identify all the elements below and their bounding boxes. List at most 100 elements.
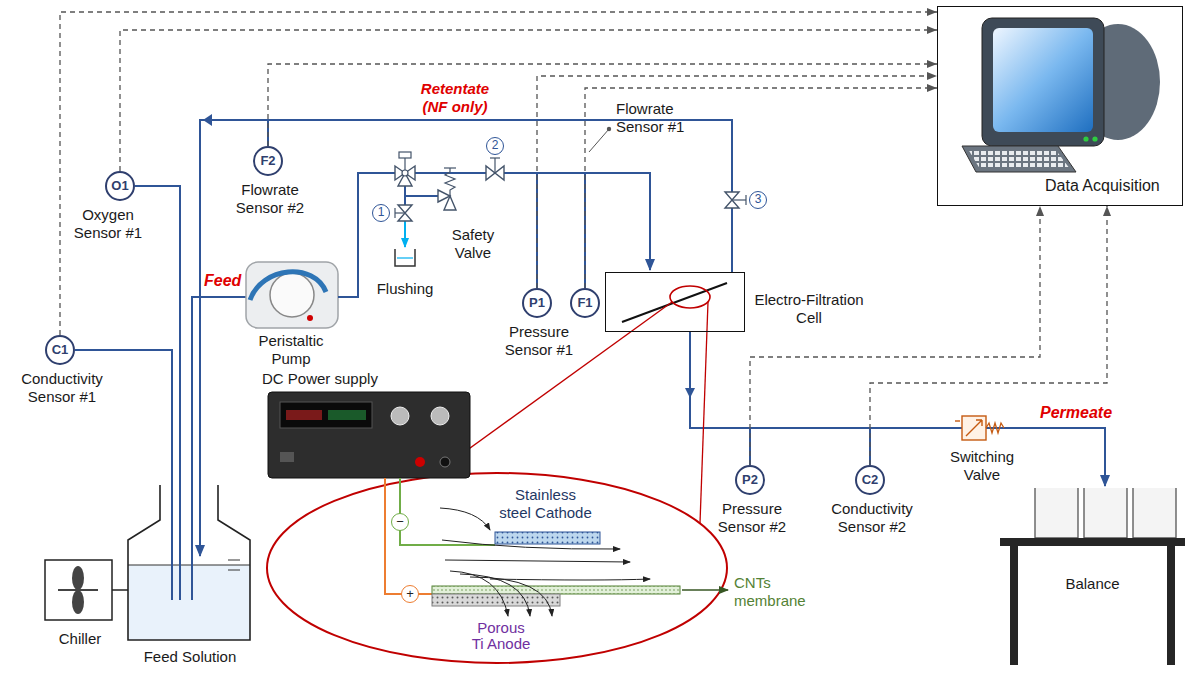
sensor-code: O1 [111,179,128,193]
sensor-label: Conductivity Sensor #2 [827,500,917,536]
power-supply [268,392,470,478]
monitor-screen [993,28,1093,132]
text-holder: Stainless steel Cathode [498,486,593,522]
text-holder: O1 [107,173,133,199]
text-holder: DC Power supply [262,370,402,388]
probe-line [75,350,172,600]
electrode-label: Porous Ti Anode [470,620,532,652]
liquid-level-mark [228,560,240,570]
power-knob [391,407,409,425]
beaker [1133,488,1176,538]
chiller-box [45,560,112,620]
valve-body [725,192,739,208]
text-holder: Feed [204,272,248,290]
electrode-label: Stainless steel Cathode [498,486,593,522]
monitor-led [1083,136,1088,141]
signal-line [750,206,1040,465]
anode-plate [432,594,560,606]
fan-blade [72,566,84,590]
text-holder: Electro-Filtration Cell [751,291,867,327]
data-acquisition-box: Data Acquisition [937,6,1183,206]
cathode-wire [400,478,495,545]
valve-stem [395,212,405,213]
valve-handle [745,195,746,205]
box-label: Data Acquisition [1045,177,1160,195]
valve-handle [394,208,395,218]
feed-vessel [128,485,250,640]
flow-label: Feed [204,272,241,290]
text-holder: Oxygen Sensor #1 [70,206,146,242]
valve-stem [732,199,746,200]
flow-label: Retentate (NF only) [410,80,500,116]
switching-valve [955,416,1004,440]
pump-body [246,262,338,328]
membrane-label: CNTs membrane [734,574,810,610]
callout-number: 2 [486,137,504,155]
flow-streamline [470,577,552,616]
leader-line [589,129,609,152]
fan-axis [58,589,98,591]
valve-body [444,196,456,210]
flow-streamline [460,574,530,616]
text-holder: Data Acquisition [1045,177,1181,195]
signal-line [60,12,937,335]
membrane-pointer [682,589,728,591]
part-label: Feed Solution [144,648,237,666]
sensor-code: F2 [260,154,275,168]
branch-pipe [405,195,438,197]
valve-body [486,166,504,180]
flow-label: Permeate [1040,404,1112,422]
chiller-link [112,589,128,591]
text-holder: Flowrate Sensor #2 [230,181,310,217]
pump-rotor [270,273,314,317]
text-holder: P2 [737,467,763,493]
part-label: DC Power supply [262,370,378,388]
text-holder: Pressure Sensor #1 [499,323,579,359]
sensor-label: Flowrate Sensor #1 [616,100,700,136]
text-holder: Conductivity Sensor #2 [827,500,917,536]
power-button [280,452,294,462]
safety-valve [438,168,456,210]
beaker [1035,488,1078,538]
text-holder: Feed Solution [130,648,250,666]
membrane-line [622,283,727,322]
flow-streamline [490,579,650,580]
signal-line [870,206,1107,465]
flow-streamline [440,508,490,530]
sensor-circle: P2Pressure Sensor #2 [735,465,765,495]
text-holder: Chiller [48,630,112,648]
text-holder: 1 [372,204,390,222]
sensor-code: P1 [529,296,545,310]
cell-label: Electro-Filtration Cell [751,291,867,327]
beaker [1084,488,1127,538]
feed-pipe [338,173,650,297]
sensor-label: Oxygen Sensor #1 [70,206,146,242]
monitor-led [1092,136,1097,141]
signal-line [120,30,937,171]
valve-1 [395,205,412,221]
feed-liquid [128,565,250,640]
text-holder: F2 [255,148,281,174]
display-segment [328,410,366,420]
part-label: Switching Valve [942,448,1022,484]
three-way-valve [395,152,415,186]
balance-top [1000,538,1185,546]
signal-line [537,76,937,288]
flow-arrow [203,114,212,126]
pump-tube [250,272,326,300]
part-label: Safety Valve [446,226,500,262]
callout-number: 1 [372,204,390,222]
part-label: Flushing [377,280,434,298]
power-terminal [440,457,450,467]
sensor-circle: C2Conductivity Sensor #2 [855,465,885,495]
text-holder: − [391,513,409,531]
polarity-sign: − [391,513,409,531]
signal-line [268,64,937,146]
cathode-plate [495,532,600,544]
flush-pipe [404,221,406,247]
polarity-sign: + [401,585,419,603]
text-holder: C1 [47,337,73,363]
sensor-circle: F1Flowrate Sensor #1 [570,288,600,318]
